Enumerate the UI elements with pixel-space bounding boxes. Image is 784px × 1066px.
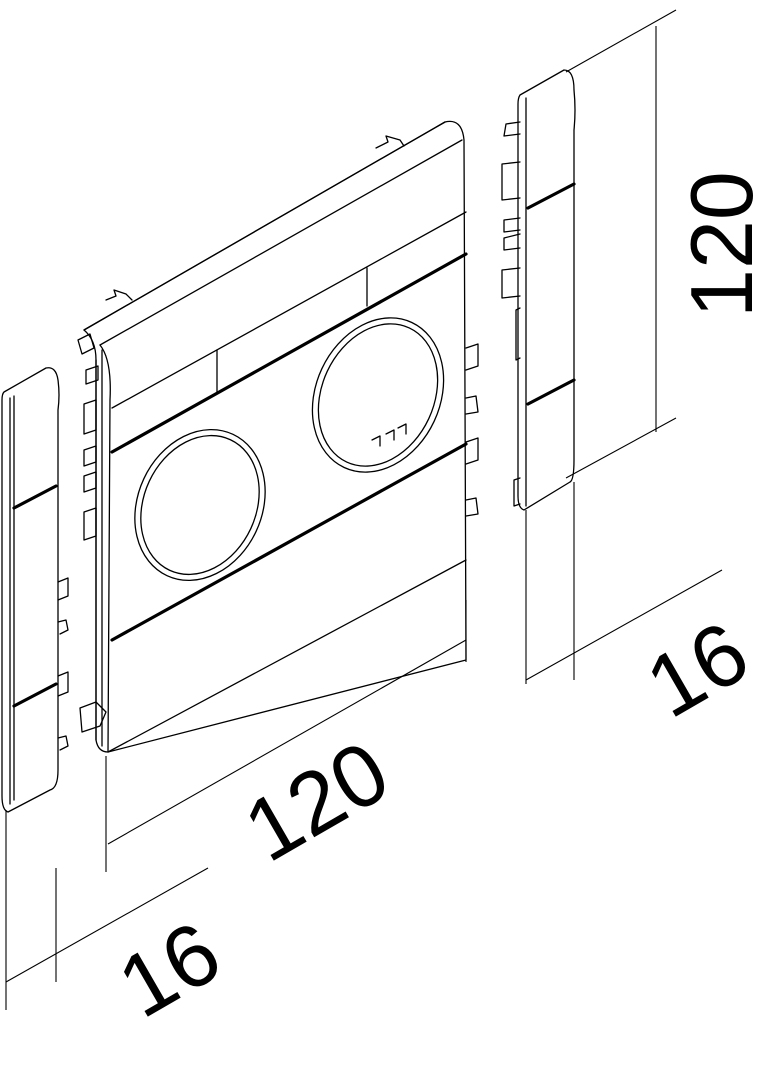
right-end-cap [501,69,576,511]
socket-opening-left [134,428,266,582]
left-end-cap [1,367,69,813]
dimension-depth-left: 16 [5,810,236,1037]
dimension-label-depth-left-16: 16 [102,902,236,1037]
dimension-depth-right: 16 [525,482,764,737]
dimension-label-height-120: 120 [672,171,771,318]
dimension-label-depth-right-16: 16 [630,602,764,737]
center-plate [77,120,479,753]
dimension-label-width-120: 120 [228,721,405,880]
socket-opening-right [311,317,445,473]
dimension-height: 120 [565,9,771,479]
